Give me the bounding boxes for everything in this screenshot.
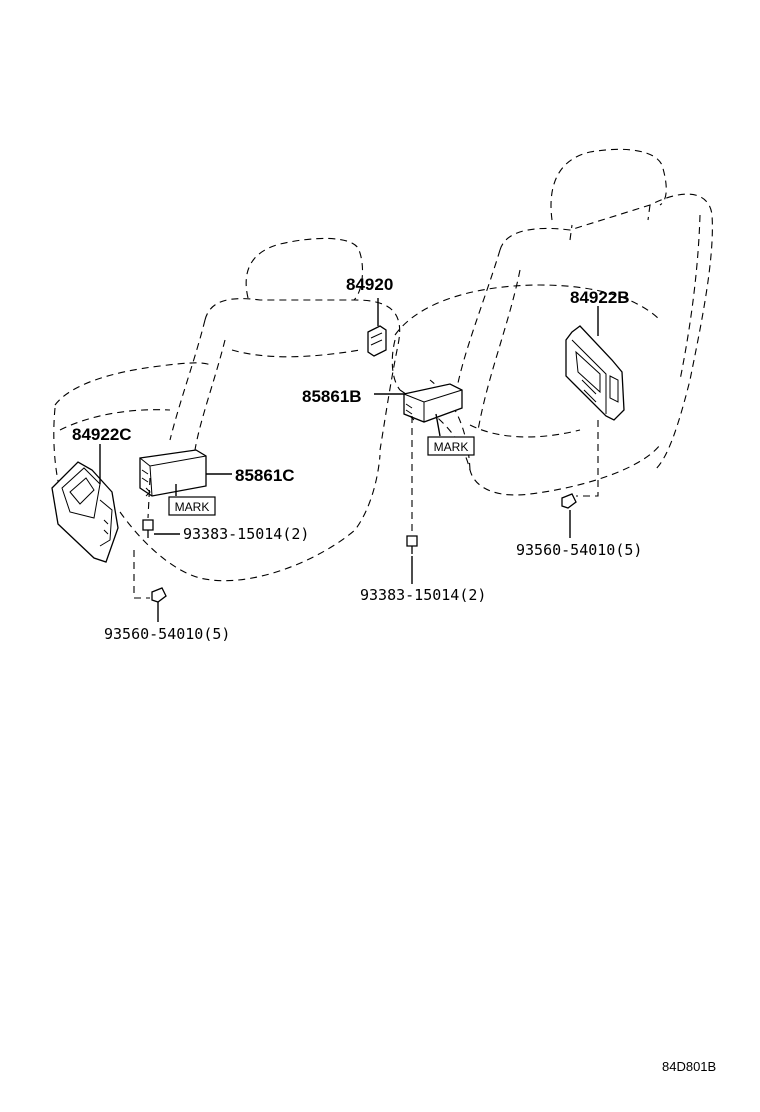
mark-right-text: MARK — [434, 440, 469, 454]
label-85861B: 85861B — [302, 387, 362, 406]
diagram-code: 84D801B — [662, 1059, 716, 1074]
screw-left — [133, 550, 167, 622]
label-84920: 84920 — [346, 275, 393, 294]
right-seat-outline — [391, 148, 713, 496]
mark-box-left: MARK — [168, 496, 216, 516]
label-84922B: 84922B — [570, 288, 630, 307]
part-84922B-switch — [565, 306, 625, 421]
bolt-left — [142, 477, 180, 538]
label-84922C: 84922C — [72, 425, 132, 444]
bolt-center — [406, 416, 418, 584]
label-85861C: 85861C — [235, 466, 295, 485]
screw-right — [561, 420, 599, 538]
part-85861C-unit — [139, 449, 232, 497]
mark-left-text: MARK — [175, 500, 210, 514]
label-screw-right: 93560-54010(5) — [516, 541, 642, 559]
label-bolt-left: 93383-15014(2) — [183, 525, 309, 543]
part-84920-clip — [367, 298, 387, 357]
label-bolt-center: 93383-15014(2) — [360, 586, 486, 604]
label-screw-left: 93560-54010(5) — [104, 625, 230, 643]
part-84922C-switch — [51, 444, 119, 563]
mark-box-right: MARK — [427, 436, 475, 456]
part-85861B-unit — [374, 383, 463, 437]
